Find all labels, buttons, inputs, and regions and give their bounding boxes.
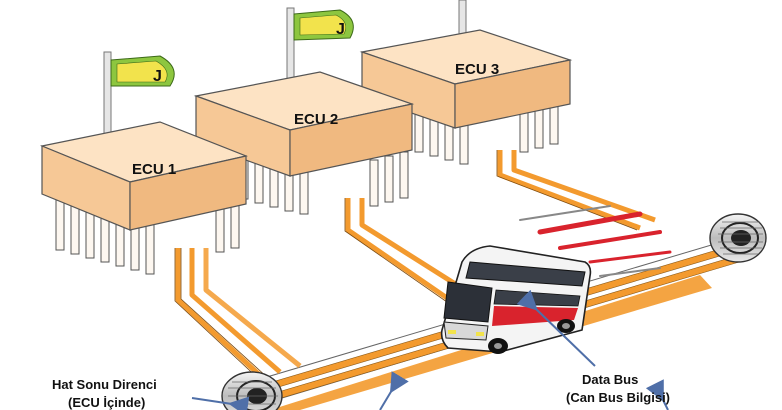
coil-arrow xyxy=(645,379,669,410)
terminator-arrow xyxy=(191,396,250,410)
ecu-wires xyxy=(175,150,656,382)
ribbon-arrow xyxy=(379,371,409,410)
terminator-coil-right xyxy=(709,213,767,263)
ecu-1-label: ECU 1 xyxy=(132,161,176,178)
databus-label-line2: (Can Bus Bilgisi) xyxy=(566,390,670,405)
bus-illustration xyxy=(440,205,672,354)
flag-1: J xyxy=(103,51,175,153)
terminator-label-line2: (ECU İçinde) xyxy=(68,395,145,410)
databus-arrow xyxy=(516,289,596,367)
ecu-1: J ECU 1 xyxy=(39,51,249,275)
databus-label-line1: Data Bus xyxy=(582,372,638,387)
terminator-label-line1: Hat Sonu Direnci xyxy=(52,377,157,392)
ecu-2-label: ECU 2 xyxy=(294,111,338,128)
annotation-arrows xyxy=(191,289,669,410)
flag-1-letter: J xyxy=(153,68,162,85)
flag-2-letter: J xyxy=(336,21,345,38)
ecu-3-label: ECU 3 xyxy=(455,61,499,78)
